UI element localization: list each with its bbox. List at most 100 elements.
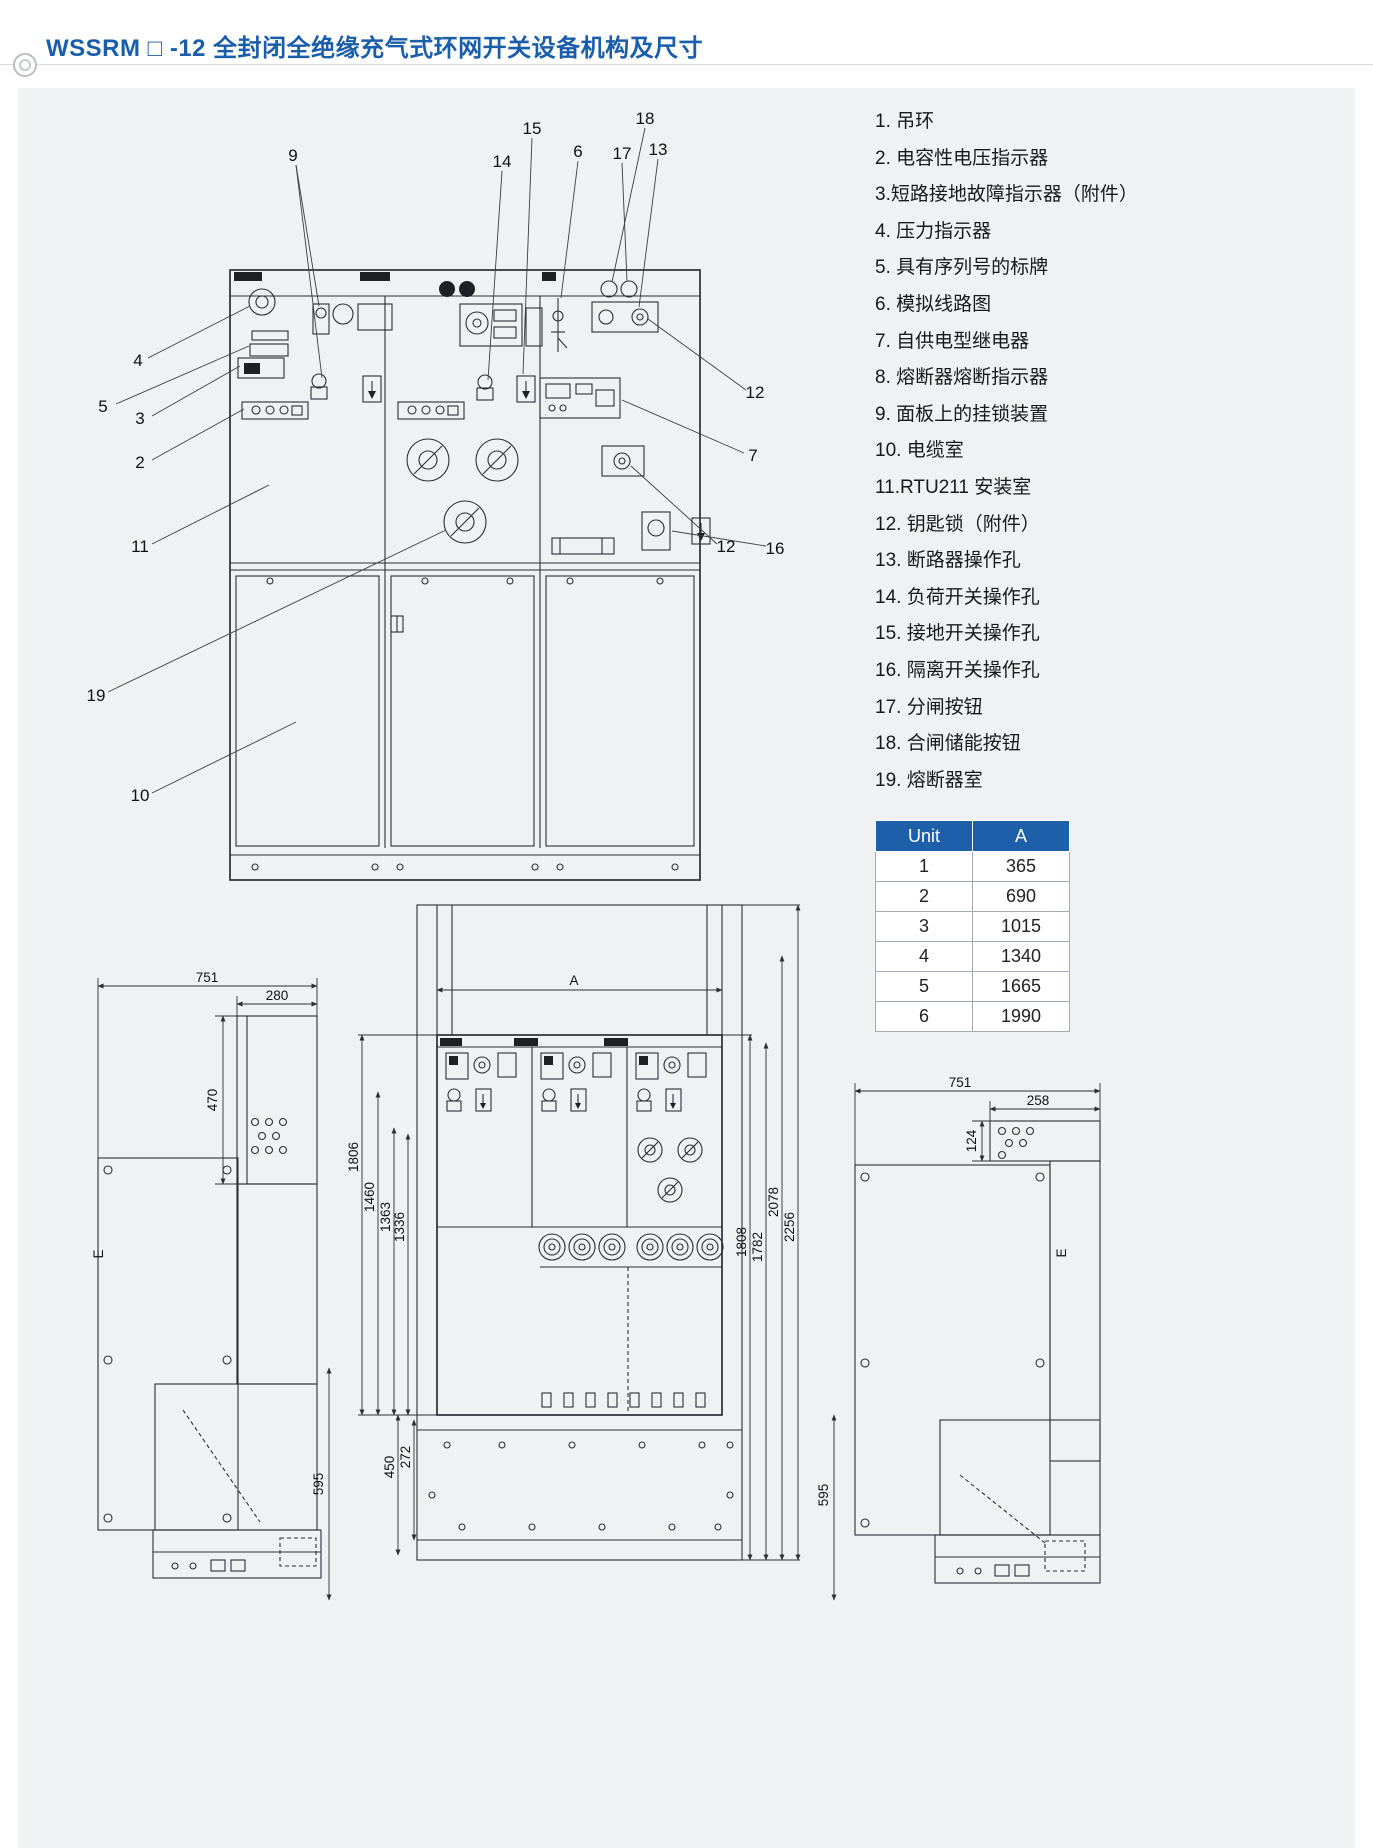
legend-item-2: 2. 电容性电压指示器 xyxy=(875,147,1049,169)
dim-2078: 2078 xyxy=(766,1187,781,1217)
callout-labels: 9 15 14 6 18 17 13 4 5 3 2 11 19 10 12 7… xyxy=(87,109,785,805)
callout-6: 6 xyxy=(573,142,582,161)
callout-17: 17 xyxy=(613,144,632,163)
legend-item-1: 1. 吊环 xyxy=(875,111,935,132)
table-cell-unit: 2 xyxy=(875,881,973,912)
table-cell-a: 1015 xyxy=(972,911,1070,942)
operation-holes xyxy=(390,438,519,633)
table-cell-a: 1665 xyxy=(972,971,1070,1002)
legend-item-16: 16. 隔离开关操作孔 xyxy=(875,659,1040,681)
dim-label-e: E xyxy=(91,1249,106,1258)
content-panel xyxy=(18,88,1355,1848)
dim-450: 450 xyxy=(382,1456,397,1479)
legend-item-15: 15. 接地开关操作孔 xyxy=(875,623,1040,645)
enclosure-structure xyxy=(416,904,743,1561)
base-section xyxy=(428,1441,734,1531)
callout-4: 4 xyxy=(133,351,142,370)
table-cell-a: 1340 xyxy=(972,941,1070,972)
table-row: 2 690 xyxy=(875,881,1070,912)
page-title: WSSRM □ -12 全封闭全绝缘充气式环网开关设备机构及尺寸 xyxy=(46,35,704,62)
dim-lower-height: 595 xyxy=(311,1473,326,1496)
table-row: 6 1990 xyxy=(875,1001,1070,1032)
panel-2-components xyxy=(397,281,543,420)
legend-item-14: 14. 负荷开关操作孔 xyxy=(875,586,1040,608)
cable-bushings xyxy=(538,1233,724,1408)
center-view-dimensions: A 1806 1460 1363 1336 450 272 1808 1782 xyxy=(346,904,801,1561)
callout-12a: 12 xyxy=(746,383,765,402)
table-cell-unit: 5 xyxy=(875,971,973,1002)
dim-width-a: A xyxy=(569,973,578,988)
callout-13: 13 xyxy=(649,140,668,159)
header-divider xyxy=(0,64,1373,65)
dim-rear-height: 124 xyxy=(964,1129,979,1152)
callout-5: 5 xyxy=(98,397,107,416)
table-row: 5 1665 xyxy=(875,971,1070,1002)
table-cell-a: 690 xyxy=(972,881,1070,912)
table-row: 4 1340 xyxy=(875,941,1070,972)
right-side-view-drawing: 751 258 124 595 E xyxy=(816,1075,1101,1601)
callout-15: 15 xyxy=(523,119,542,138)
table-row: 1 365 xyxy=(875,851,1070,882)
table-cell-a: 1990 xyxy=(972,1001,1070,1032)
side-view-structure xyxy=(97,1015,322,1579)
side-view-dimensions: 751 280 470 595 E xyxy=(91,970,332,1601)
panel-components xyxy=(445,1052,707,1203)
legend-item-4: 4. 压力指示器 xyxy=(875,220,992,242)
table-cell-unit: 3 xyxy=(875,911,973,942)
callout-11: 11 xyxy=(131,537,149,556)
table-row: 3 1015 xyxy=(875,911,1070,942)
legend-item-7: 7. 自供电型继电器 xyxy=(875,330,1030,352)
legend-item-12: 12. 钥匙锁（附件） xyxy=(875,513,1040,535)
callout-leader-lines xyxy=(107,127,767,794)
table-header-a: A xyxy=(972,820,1070,852)
cabinet-structure xyxy=(229,269,701,881)
legend-item-5: 5. 具有序列号的标牌 xyxy=(875,257,1049,279)
legend-item-13: 13. 断路器操作孔 xyxy=(875,550,1021,572)
table-header-row: Unit A xyxy=(875,820,1070,852)
dim-rear-height: 470 xyxy=(205,1089,220,1112)
dim-rear-width: 258 xyxy=(1027,1093,1050,1108)
legend-list: 1. 吊环 2. 电容性电压指示器 3.短路接地故障指示器（附件） 4. 压力指… xyxy=(875,104,1175,799)
legend-item-10: 10. 电缆室 xyxy=(875,440,964,462)
left-side-view-drawing: 751 280 470 595 E xyxy=(91,970,332,1601)
callout-10: 10 xyxy=(131,786,150,805)
dim-width: 751 xyxy=(949,1075,972,1090)
dim-1460: 1460 xyxy=(362,1182,377,1212)
unit-dimension-table: Unit A 1 365 2 690 3 1015 4 1340 5 xyxy=(875,820,1070,1032)
front-view-drawing: 9 15 14 6 18 17 13 4 5 3 2 11 19 10 12 7… xyxy=(87,109,785,881)
side-view-dimensions: 751 258 124 595 E xyxy=(816,1075,1101,1601)
callout-12b: 12 xyxy=(717,537,736,556)
callout-3: 3 xyxy=(135,409,144,428)
table-cell-a: 365 xyxy=(972,851,1070,882)
dim-1363: 1363 xyxy=(378,1202,393,1232)
table-cell-unit: 4 xyxy=(875,941,973,972)
dim-1806: 1806 xyxy=(346,1142,361,1172)
callout-19: 19 xyxy=(87,686,106,705)
dim-label-e: E xyxy=(1054,1248,1069,1257)
panel-1-components xyxy=(237,288,393,420)
dim-2256: 2256 xyxy=(782,1212,797,1242)
legend-item-11: 11.RTU211 安装室 xyxy=(875,476,1032,498)
binder-ring-icon xyxy=(13,53,37,77)
callout-9: 9 xyxy=(288,146,297,165)
legend-item-9: 9. 面板上的挂锁装置 xyxy=(875,403,1049,425)
panel-3-components xyxy=(539,280,711,555)
dim-1808: 1808 xyxy=(734,1227,749,1257)
legend-item-17: 17. 分闸按钮 xyxy=(875,696,983,718)
callout-18: 18 xyxy=(636,109,655,128)
callout-2: 2 xyxy=(135,453,144,472)
callout-7: 7 xyxy=(748,446,757,465)
legend-item-18: 18. 合闸储能按钮 xyxy=(875,733,1021,755)
dim-lower-height: 595 xyxy=(816,1484,831,1507)
side-view-structure xyxy=(854,1120,1101,1584)
callout-16: 16 xyxy=(766,539,785,558)
dim-1336: 1336 xyxy=(392,1212,407,1242)
dim-1782: 1782 xyxy=(750,1232,765,1262)
legend-item-3: 3.短路接地故障指示器（附件） xyxy=(875,184,1138,206)
legend-item-6: 6. 模拟线路图 xyxy=(875,293,992,315)
table-header-unit: Unit xyxy=(875,820,973,852)
dim-272: 272 xyxy=(398,1446,413,1469)
legend-item-8: 8. 熔断器熔断指示器 xyxy=(875,367,1049,389)
dim-rear-width: 280 xyxy=(266,988,289,1003)
